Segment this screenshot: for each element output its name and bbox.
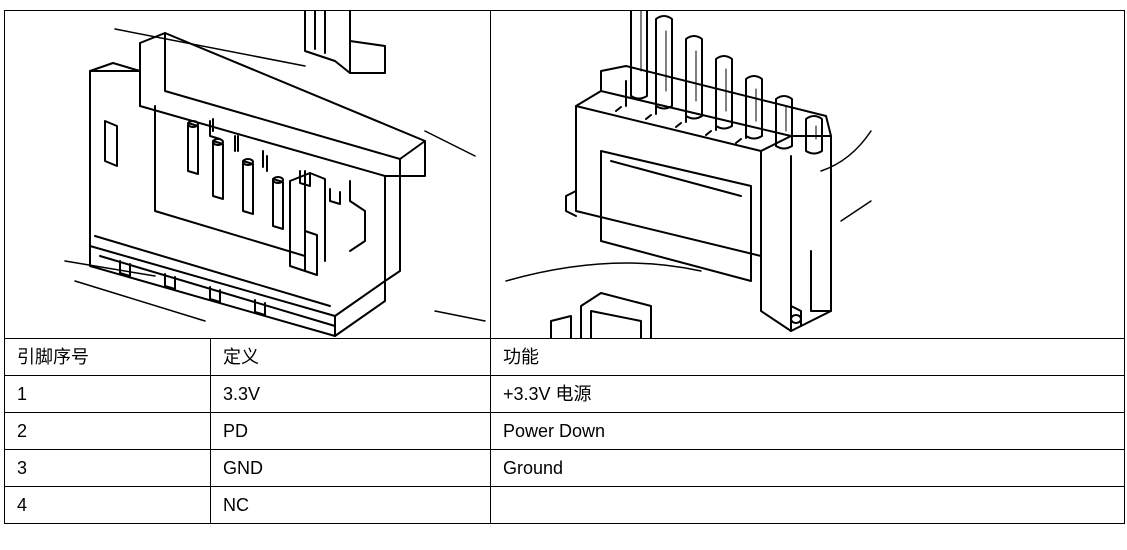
connector-plug-illustration [505,11,872,338]
table-row: 2 PD Power Down [4,412,1125,450]
connector-socket-illustration [64,11,486,337]
pin-number: 2 [4,412,211,450]
header-pin-number: 引脚序号 [4,338,211,376]
header-function: 功能 [490,338,1125,376]
table-header-row: 引脚序号 定义 功能 [4,338,1125,376]
pin-function [490,486,1125,524]
pin-number: 1 [4,375,211,413]
pin-function: +3.3V 电源 [490,375,1125,413]
pin-definition: 3.3V [210,375,491,413]
pin-number: 4 [4,486,211,524]
header-definition: 定义 [210,338,491,376]
table-row: 1 3.3V +3.3V 电源 [4,375,1125,413]
table-row: 4 NC [4,486,1125,524]
pin-function: Power Down [490,412,1125,450]
pin-number: 3 [4,449,211,487]
pin-function: Ground [490,449,1125,487]
pin-definition: PD [210,412,491,450]
table-row: 3 GND Ground [4,449,1125,487]
pin-definition: NC [210,486,491,524]
plug-figure-cell [490,10,1125,339]
figure-row [4,10,1125,339]
socket-figure-cell [4,10,491,339]
pinout-table: 引脚序号 定义 功能 1 3.3V +3.3V 电源 2 PD Power Do… [4,10,1125,524]
pin-definition: GND [210,449,491,487]
